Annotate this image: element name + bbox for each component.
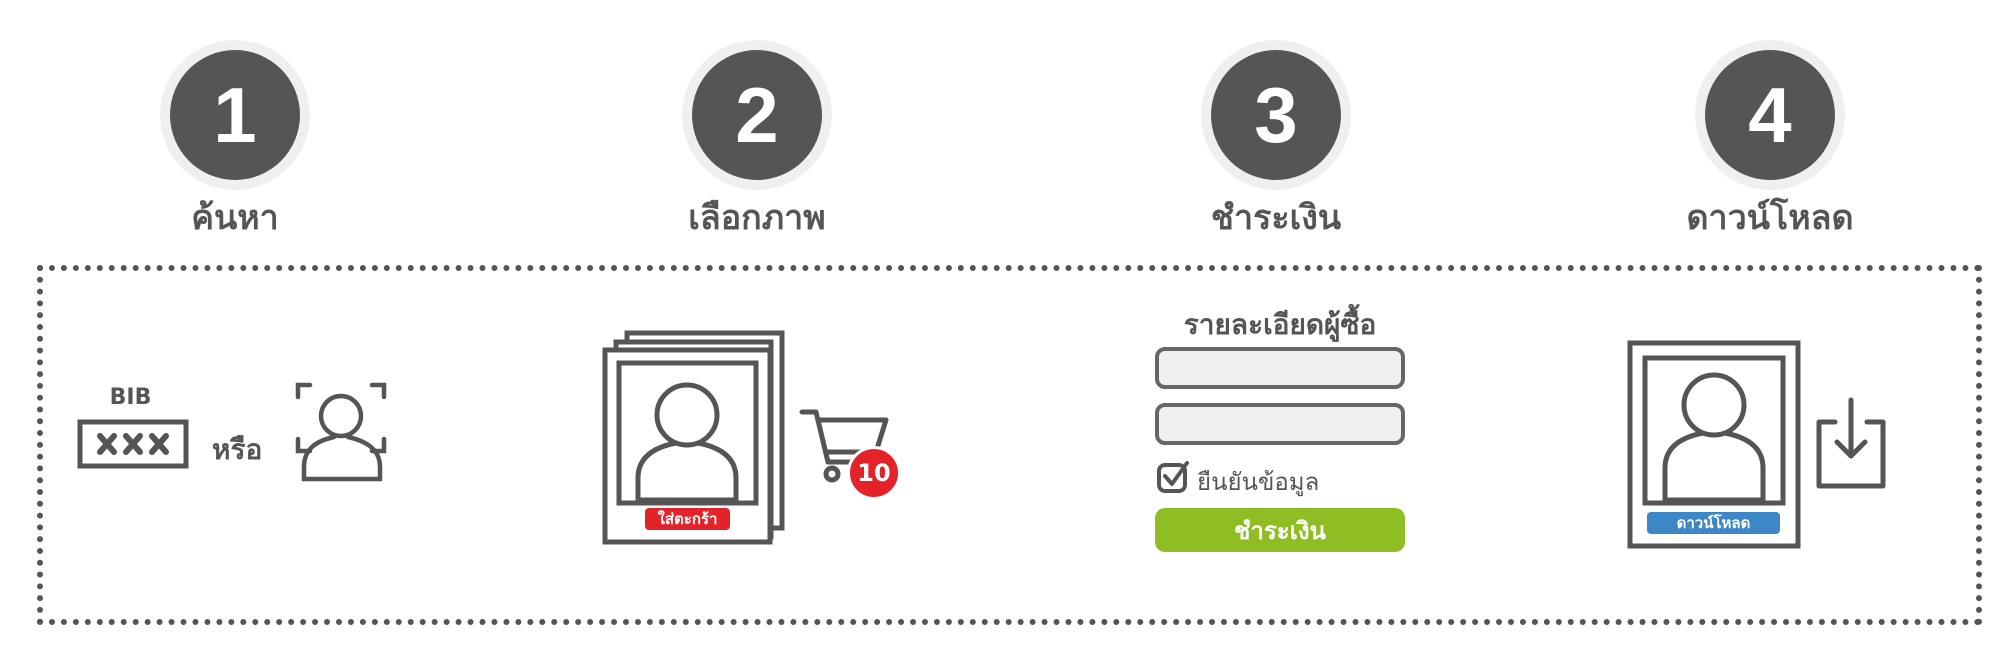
step-1-title: ค้นหา: [191, 198, 279, 238]
step-4-title: ดาวน์โหลด: [1686, 198, 1854, 238]
step-3-number: 3: [1211, 50, 1341, 180]
add-to-cart-tag[interactable]: ใส่ตะกร้า: [645, 508, 730, 530]
step-4: 4 ดาวน์โหลด: [1620, 40, 1920, 238]
confirm-info-label: ยืนยันข้อมูล: [1197, 468, 1320, 496]
download-icon[interactable]: [1815, 397, 1887, 490]
step-2-title: เลือกภาพ: [688, 198, 826, 238]
step-1: 1 ค้นหา: [85, 40, 385, 238]
step-3-halo: 3: [1201, 40, 1351, 190]
step-2: 2 เลือกภาพ: [607, 40, 907, 238]
pay-button[interactable]: ชำระเงิน: [1155, 508, 1405, 552]
buyer-field-2[interactable]: [1155, 403, 1405, 445]
step-3: 3 ชำระเงิน: [1126, 40, 1426, 238]
buyer-field-1[interactable]: [1155, 347, 1405, 389]
or-label: หรือ: [212, 433, 263, 466]
bib-label: BIB: [109, 385, 152, 410]
cart-count-badge: 10: [847, 446, 901, 500]
step-2-halo: 2: [682, 40, 832, 190]
step-1-halo: 1: [160, 40, 310, 190]
download-tag[interactable]: ดาวน์โหลด: [1647, 512, 1780, 534]
step-4-number: 4: [1705, 50, 1835, 180]
face-scan-icon: [295, 382, 387, 482]
step-4-halo: 4: [1695, 40, 1845, 190]
step-1-number: 1: [170, 50, 300, 180]
steps-detail-frame: [37, 265, 1982, 625]
step-2-number: 2: [692, 50, 822, 180]
checkbox-icon[interactable]: [1157, 460, 1189, 494]
photo-stack-icon: [602, 330, 785, 545]
step-3-title: ชำระเงิน: [1210, 198, 1342, 238]
bib-card-icon: [77, 419, 189, 469]
buyer-details-title: รายละเอียดผู้ซื้อ: [1183, 308, 1377, 341]
